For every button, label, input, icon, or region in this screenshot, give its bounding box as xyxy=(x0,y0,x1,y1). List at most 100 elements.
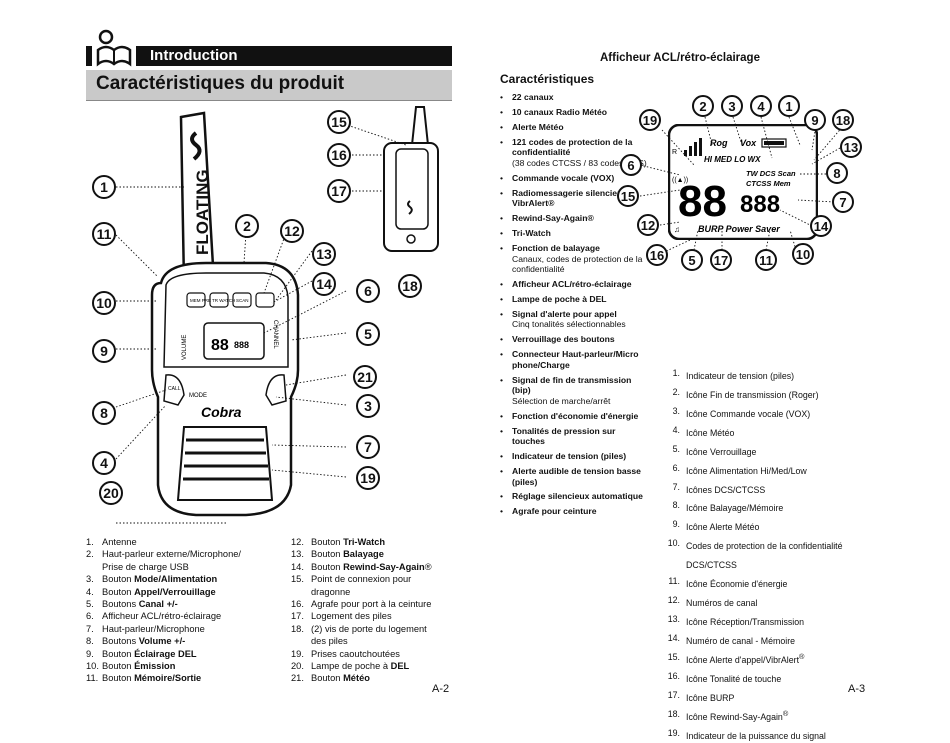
list-item: 3.Bouton Mode/Alimentation xyxy=(86,574,218,585)
lcd-ctcss-mem: CTCSS Mem xyxy=(746,179,791,188)
callout-11: 11 xyxy=(92,222,116,246)
title-bar xyxy=(86,70,452,101)
list-item: 8.Boutons Volume +/- xyxy=(86,636,186,647)
list-item: 17.Logement des piles xyxy=(291,611,392,622)
list-item: •Fonction d'économie d'énergie xyxy=(500,410,639,421)
list-item: 2.Icône Fin de transmission (Roger) xyxy=(672,386,819,400)
list-item: 4.Bouton Appel/Verrouillage xyxy=(86,586,216,597)
cobra-brand-logo: Cobra xyxy=(201,404,242,420)
list-item: •Radiomessagerie silencieuse VibrAlert® xyxy=(500,187,632,209)
volume-side-label: VOLUME xyxy=(182,335,188,360)
list-item: •Réglage silencieux automatique xyxy=(500,491,643,502)
callout-19: 19 xyxy=(356,466,380,490)
lcd-burp-power-saver: BURP Power Saver xyxy=(698,224,780,234)
list-item: 8.Icône Balayage/Mémoire xyxy=(672,500,784,514)
list-item: •Tri-Watch xyxy=(500,228,551,239)
list-item: 12.Numéros de canal xyxy=(667,595,758,608)
list-item: 6.Icône Alimentation Hi/Med/Low xyxy=(672,462,807,476)
list-item: 6.Afficheur ACL/rétro-éclairage xyxy=(86,611,222,622)
list-item: 14.Bouton Rewind-Say-Again® xyxy=(291,561,432,572)
list-item: 13.Icône Réception/Transmission xyxy=(667,613,804,627)
lcd-callout-17: 17 xyxy=(710,249,732,271)
list-item: •Signal de fin de transmission (bip)Séle… xyxy=(500,374,632,406)
list-item: des piles xyxy=(311,636,348,647)
mode-key-label: MODE xyxy=(189,393,207,399)
page-number-left: A-2 xyxy=(432,683,450,695)
page-title: Caractéristiques du produit xyxy=(96,73,345,94)
mini-lcd-small-digits: 888 xyxy=(234,340,249,350)
callout-15: 15 xyxy=(327,110,351,134)
callout-14: 14 xyxy=(312,272,336,296)
callout-6: 6 xyxy=(356,279,380,303)
lcd-power-levels: HI MED LO WX xyxy=(704,155,761,164)
list-item: 14.Numéro de canal - Mémoire xyxy=(667,632,796,646)
callout-10: 10 xyxy=(92,291,116,315)
lcd-vox-label: Vox xyxy=(740,138,757,148)
key-scan: SCAN xyxy=(236,298,249,303)
channel-side-label: CHANNEL xyxy=(272,320,278,349)
list-item: •Indicateur de tension (piles) xyxy=(500,451,627,462)
lcd-code-digits: 888 xyxy=(740,191,780,218)
lcd-callout-16: 16 xyxy=(646,244,668,266)
list-item: 21.Bouton Météo xyxy=(291,673,370,684)
characteristics-list: •22 canaux •10 canaux Radio Météo •Alert… xyxy=(500,92,650,521)
callout-13: 13 xyxy=(312,242,336,266)
display-section-title: Afficheur ACL/rétro-éclairage xyxy=(600,52,760,64)
key-tone-icon: ♫ xyxy=(674,225,680,234)
list-item: 13.Bouton Balayage xyxy=(291,549,384,560)
lcd-callout-10: 10 xyxy=(792,243,814,265)
list-item: 9.Icône Alerte Météo xyxy=(672,519,760,533)
list-item: 2.Haut-parleur externe/Microphone/ xyxy=(86,549,242,560)
section-header-bar xyxy=(86,46,452,66)
parts-list-column-1: 1.Antenne 2.Haut-parleur externe/Microph… xyxy=(86,536,286,685)
callout-16: 16 xyxy=(327,143,351,167)
list-item: 19.Indicateur de la puissance du signal xyxy=(667,727,826,741)
lcd-callout-1: 1 xyxy=(778,95,800,117)
list-item: •Lampe de poche à DEL xyxy=(500,293,607,304)
list-item: •Connecteur Haut-parleur/Micro phone/Cha… xyxy=(500,349,639,370)
list-item: •Verrouillage des boutons xyxy=(500,334,615,345)
call-key-label: CALL xyxy=(168,386,181,392)
section-label: Introduction xyxy=(150,47,238,64)
list-item: DCS/CTCSS xyxy=(686,560,737,571)
lcd-callout-7: 7 xyxy=(832,191,854,213)
list-item: 7.Haut-parleur/Microphone xyxy=(86,623,205,634)
list-item: •Rewind-Say-Again® xyxy=(500,213,594,224)
lcd-callout-5: 5 xyxy=(681,249,703,271)
list-item: •Afficheur ACL/rétro-éclairage xyxy=(500,278,632,289)
lcd-callout-18: 18 xyxy=(832,109,854,131)
svg-text:R: R xyxy=(672,149,677,156)
lcd-callout-11: 11 xyxy=(755,249,777,271)
list-item: 9.Bouton Éclairage DEL xyxy=(86,648,197,659)
characteristics-heading: Caractéristiques xyxy=(500,72,595,86)
lcd-callout-13: 13 xyxy=(840,136,862,158)
lcd-tw-dcs-scan: TW DCS Scan xyxy=(746,169,796,178)
callout-9: 9 xyxy=(92,339,116,363)
lcd-callout-4: 4 xyxy=(750,95,772,117)
lcd-callout-12: 12 xyxy=(637,214,659,236)
lcd-callout-15: 15 xyxy=(617,185,639,207)
list-item: 19.Prises caoutchoutées xyxy=(291,648,400,659)
lcd-callout-6: 6 xyxy=(620,154,642,176)
list-item: 20.Lampe de poche à DEL xyxy=(291,661,410,672)
list-item: 11.Bouton Mémoire/Sortie xyxy=(86,673,202,684)
lcd-callout-19: 19 xyxy=(639,109,661,131)
callout-2: 2 xyxy=(235,214,259,238)
list-item: 16.Icône Tonalité de touche xyxy=(667,670,782,684)
key-tr-watch: TR WATCH xyxy=(212,298,235,303)
list-item: 10.Codes de protection de la confidentia… xyxy=(667,538,843,552)
list-item: •Alerte Météo xyxy=(500,121,564,132)
list-item: 15.Icône Alerte d'appel/VibrAlert® xyxy=(667,651,805,665)
key-mem-pre: MEM PRE xyxy=(190,298,211,303)
list-item: •Alerte audible de tension basse (piles) xyxy=(500,465,641,487)
mini-lcd-digits: 88 xyxy=(211,337,229,354)
callout-3: 3 xyxy=(356,394,380,418)
callout-17: 17 xyxy=(327,179,351,203)
list-item: •121 codes de protection de la confident… xyxy=(500,136,647,168)
antenna-floating-label: FLOATING xyxy=(193,169,212,255)
list-item: 17.Icône BURP xyxy=(667,689,735,703)
lcd-callout-14: 14 xyxy=(810,215,832,237)
list-item: Prise de charge USB xyxy=(102,561,189,572)
